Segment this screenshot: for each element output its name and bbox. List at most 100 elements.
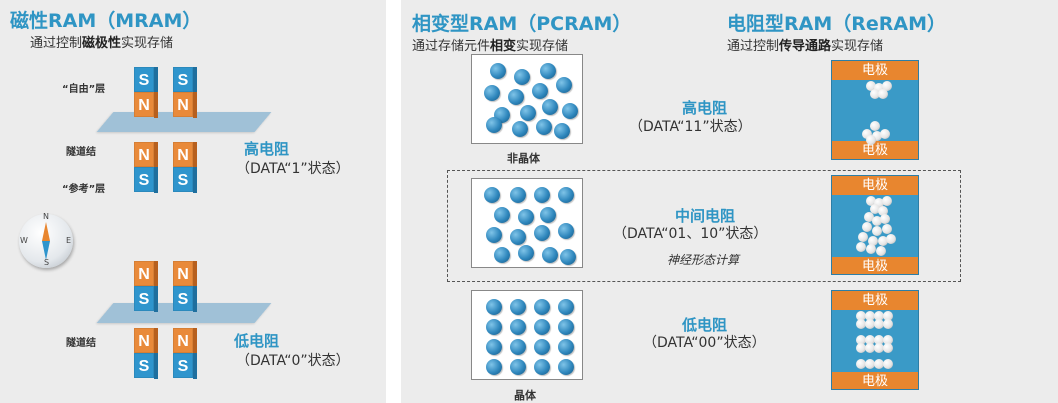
reference-layer-label: “参考”层: [62, 184, 106, 195]
ion-particle-icon: [883, 335, 893, 345]
atom-icon: [562, 103, 578, 119]
ion-particle-icon: [876, 246, 886, 256]
ion-particle-icon: [856, 242, 866, 252]
atom-icon: [486, 117, 502, 133]
reram-subtitle: 通过控制传导通路实现存储: [727, 39, 884, 54]
ion-particle-icon: [874, 311, 884, 321]
magnet-block: N: [134, 142, 158, 168]
compass-e: E: [66, 236, 72, 245]
ion-particle-icon: [870, 204, 880, 214]
ion-particle-icon: [880, 129, 890, 139]
atom-icon: [534, 319, 550, 335]
high-resistance-label: 高电阻: [682, 99, 728, 117]
magnet-block: N: [173, 92, 197, 118]
atom-icon: [540, 63, 556, 79]
ion-particle-icon: [866, 81, 876, 91]
ion-particle-icon: [866, 244, 876, 254]
atom-icon: [494, 207, 510, 223]
compass-icon: N S E W: [19, 212, 73, 268]
pcram-amorphous-cell: [471, 54, 583, 144]
atom-icon: [486, 339, 502, 355]
pcram-title: 相变型RAM（PCRAM）: [412, 13, 632, 35]
ion-particle-icon: [864, 212, 874, 222]
atom-icon: [540, 207, 556, 223]
pcram-crystalline-cell: [471, 290, 583, 380]
neuromorphic-label: 神经形态计算: [667, 253, 740, 267]
crystal-label: 晶体: [514, 389, 536, 402]
ion-particle-icon: [868, 236, 878, 246]
magnet-block: N: [134, 92, 158, 118]
magnet-block: N: [173, 142, 197, 168]
mram-low-resistance-label: 低电阻: [234, 332, 280, 350]
ion-particle-icon: [874, 335, 884, 345]
ion-particle-icon: [883, 319, 893, 329]
atom-icon: [558, 299, 574, 315]
ion-particle-icon: [872, 131, 882, 141]
neuromorphic-highlight-frame: [447, 170, 961, 282]
magnet-block: N: [173, 261, 197, 287]
ion-particle-icon: [874, 319, 884, 329]
magnet-block: S: [173, 286, 197, 312]
magnet-block: N: [134, 261, 158, 287]
ion-particle-icon: [874, 359, 884, 369]
atom-icon: [536, 119, 552, 135]
atom-icon: [494, 247, 510, 263]
compass-n: N: [43, 212, 49, 221]
atom-icon: [558, 187, 574, 203]
ion-particle-icon: [865, 359, 875, 369]
ion-particle-icon: [866, 135, 876, 145]
ion-particle-icon: [856, 335, 866, 345]
low-resistance-data: （DATA“00”状态）: [643, 335, 766, 351]
pcram-intermediate-cell: [471, 178, 583, 268]
tunnel-junction-label: 隧道结: [66, 147, 96, 158]
ion-particle-icon: [882, 224, 892, 234]
atom-icon: [534, 299, 550, 315]
atom-icon: [558, 223, 574, 239]
atom-icon: [486, 227, 502, 243]
bottom-electrode: 电极: [832, 257, 918, 274]
atom-icon: [534, 225, 550, 241]
mid-resistance-data: （DATA“01、10”状态）: [613, 226, 768, 242]
atom-icon: [486, 359, 502, 375]
atom-icon: [490, 63, 506, 79]
atom-icon: [510, 299, 526, 315]
top-electrode: 电极: [832, 176, 918, 195]
atom-icon: [512, 121, 528, 137]
atom-icon: [510, 229, 526, 245]
atom-icon: [542, 247, 558, 263]
pcram-reram-panel: 相变型RAM（PCRAM） 通过存储元件相变实现存储 电阻型RAM（ReRAM）…: [401, 0, 1058, 403]
pcram-subtitle: 通过存储元件相变实现存储: [412, 39, 569, 54]
atom-icon: [484, 85, 500, 101]
magnet-block: S: [173, 167, 197, 193]
compass-s: S: [44, 258, 50, 267]
atom-icon: [558, 359, 574, 375]
ion-particle-icon: [858, 232, 868, 242]
reram-cell-low: 电极 电极: [831, 290, 919, 390]
ion-particle-icon: [856, 319, 866, 329]
mram-subtitle: 通过控制磁极性实现存储: [30, 36, 174, 51]
ion-particle-icon: [872, 216, 882, 226]
reram-cell-mid: 电极 电极: [831, 175, 919, 275]
reram-cell-high: 电极 电极: [831, 60, 919, 160]
mram-low-data-label: （DATA“0”状态）: [236, 353, 350, 369]
ion-particle-icon: [880, 214, 890, 224]
atom-icon: [518, 245, 534, 261]
atom-icon: [534, 187, 550, 203]
magnet-block: S: [134, 167, 158, 193]
top-electrode: 电极: [832, 61, 918, 80]
ion-particle-icon: [874, 83, 884, 93]
ion-particle-icon: [874, 343, 884, 353]
compass-w: W: [20, 236, 28, 245]
ion-particle-icon: [886, 234, 896, 244]
atom-icon: [484, 187, 500, 203]
bottom-electrode: 电极: [832, 372, 918, 389]
atom-icon: [486, 319, 502, 335]
top-electrode: 电极: [832, 291, 918, 310]
ion-particle-icon: [856, 359, 866, 369]
magnet-block: S: [134, 353, 158, 379]
atom-icon: [514, 69, 530, 85]
ion-particle-icon: [870, 89, 880, 99]
ion-particle-icon: [865, 319, 875, 329]
atom-icon: [510, 339, 526, 355]
atom-icon: [560, 249, 576, 265]
